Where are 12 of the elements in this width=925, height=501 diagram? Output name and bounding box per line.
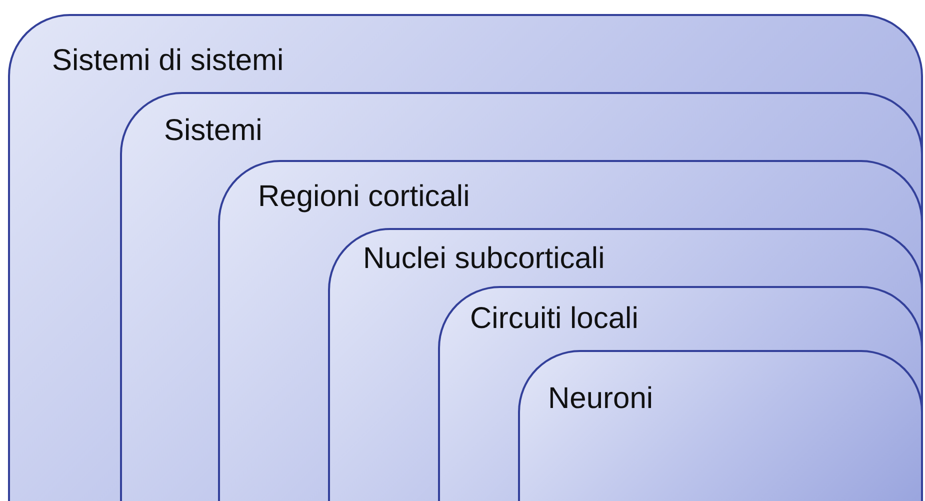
nested-box [8,14,923,501]
level-label: Sistemi di sistemi [52,46,284,76]
nested-box [120,92,923,501]
nested-box [218,160,923,501]
level-label: Circuiti locali [470,304,638,334]
level-label: Sistemi [164,116,262,146]
level-label: Nuclei subcorticali [363,244,605,274]
level-label: Neuroni [548,384,654,414]
nested-box [328,228,923,501]
level-label: Regioni corticali [258,182,470,212]
nested-box [518,350,923,501]
nested-box [438,286,923,501]
